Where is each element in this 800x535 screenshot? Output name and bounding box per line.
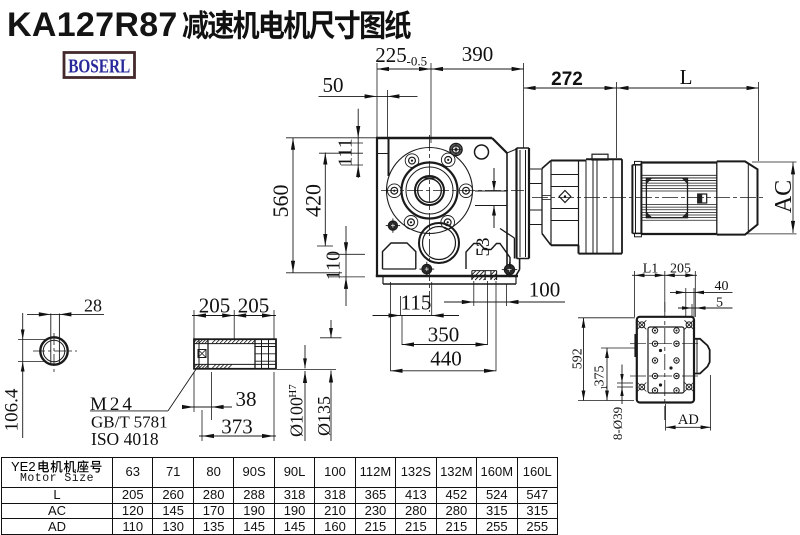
svg-text:205: 205	[670, 262, 691, 277]
svg-text:225: 225	[375, 43, 407, 67]
svg-text:592: 592	[571, 348, 586, 369]
svg-text:H7: H7	[287, 384, 299, 398]
svg-text:ISO 4018: ISO 4018	[91, 429, 159, 449]
svg-text:GB/T 5781: GB/T 5781	[91, 413, 168, 432]
svg-text:111: 111	[335, 138, 357, 167]
svg-text:106.4: 106.4	[2, 388, 23, 431]
svg-text:390: 390	[462, 42, 494, 66]
svg-text:8-Ø39: 8-Ø39	[610, 407, 625, 440]
svg-text:40: 40	[715, 279, 729, 294]
svg-text:38: 38	[236, 387, 257, 411]
svg-text:53: 53	[473, 238, 494, 257]
svg-text:373: 373	[221, 415, 253, 439]
svg-text:100: 100	[529, 278, 561, 302]
svg-text:YE2: YE2	[11, 460, 36, 473]
svg-text:375: 375	[593, 366, 608, 387]
svg-text:KA127R87: KA127R87	[7, 6, 178, 44]
svg-text:28: 28	[84, 296, 102, 316]
svg-text:L: L	[680, 65, 693, 89]
svg-text:M24: M24	[90, 394, 135, 415]
svg-text:BOSERL: BOSERL	[68, 56, 130, 78]
svg-text:L1: L1	[643, 262, 659, 277]
svg-text:Ø135: Ø135	[314, 396, 334, 436]
svg-text:50: 50	[323, 73, 344, 97]
svg-text:1: 1	[599, 385, 609, 389]
svg-text:-0.5: -0.5	[407, 54, 428, 69]
svg-text:AC: AC	[771, 180, 797, 213]
svg-text:Ø100: Ø100	[287, 397, 307, 437]
svg-text:420: 420	[301, 184, 326, 217]
svg-text:205: 205	[199, 294, 231, 318]
svg-text:272: 272	[551, 69, 583, 90]
svg-text:5: 5	[716, 296, 723, 311]
svg-text:560: 560	[268, 185, 293, 218]
svg-text:AD: AD	[678, 412, 699, 428]
svg-text:350: 350	[428, 323, 460, 347]
svg-text:205: 205	[238, 294, 270, 318]
svg-text:440: 440	[430, 347, 462, 371]
svg-text:115: 115	[401, 291, 432, 315]
svg-text:110: 110	[323, 251, 345, 280]
